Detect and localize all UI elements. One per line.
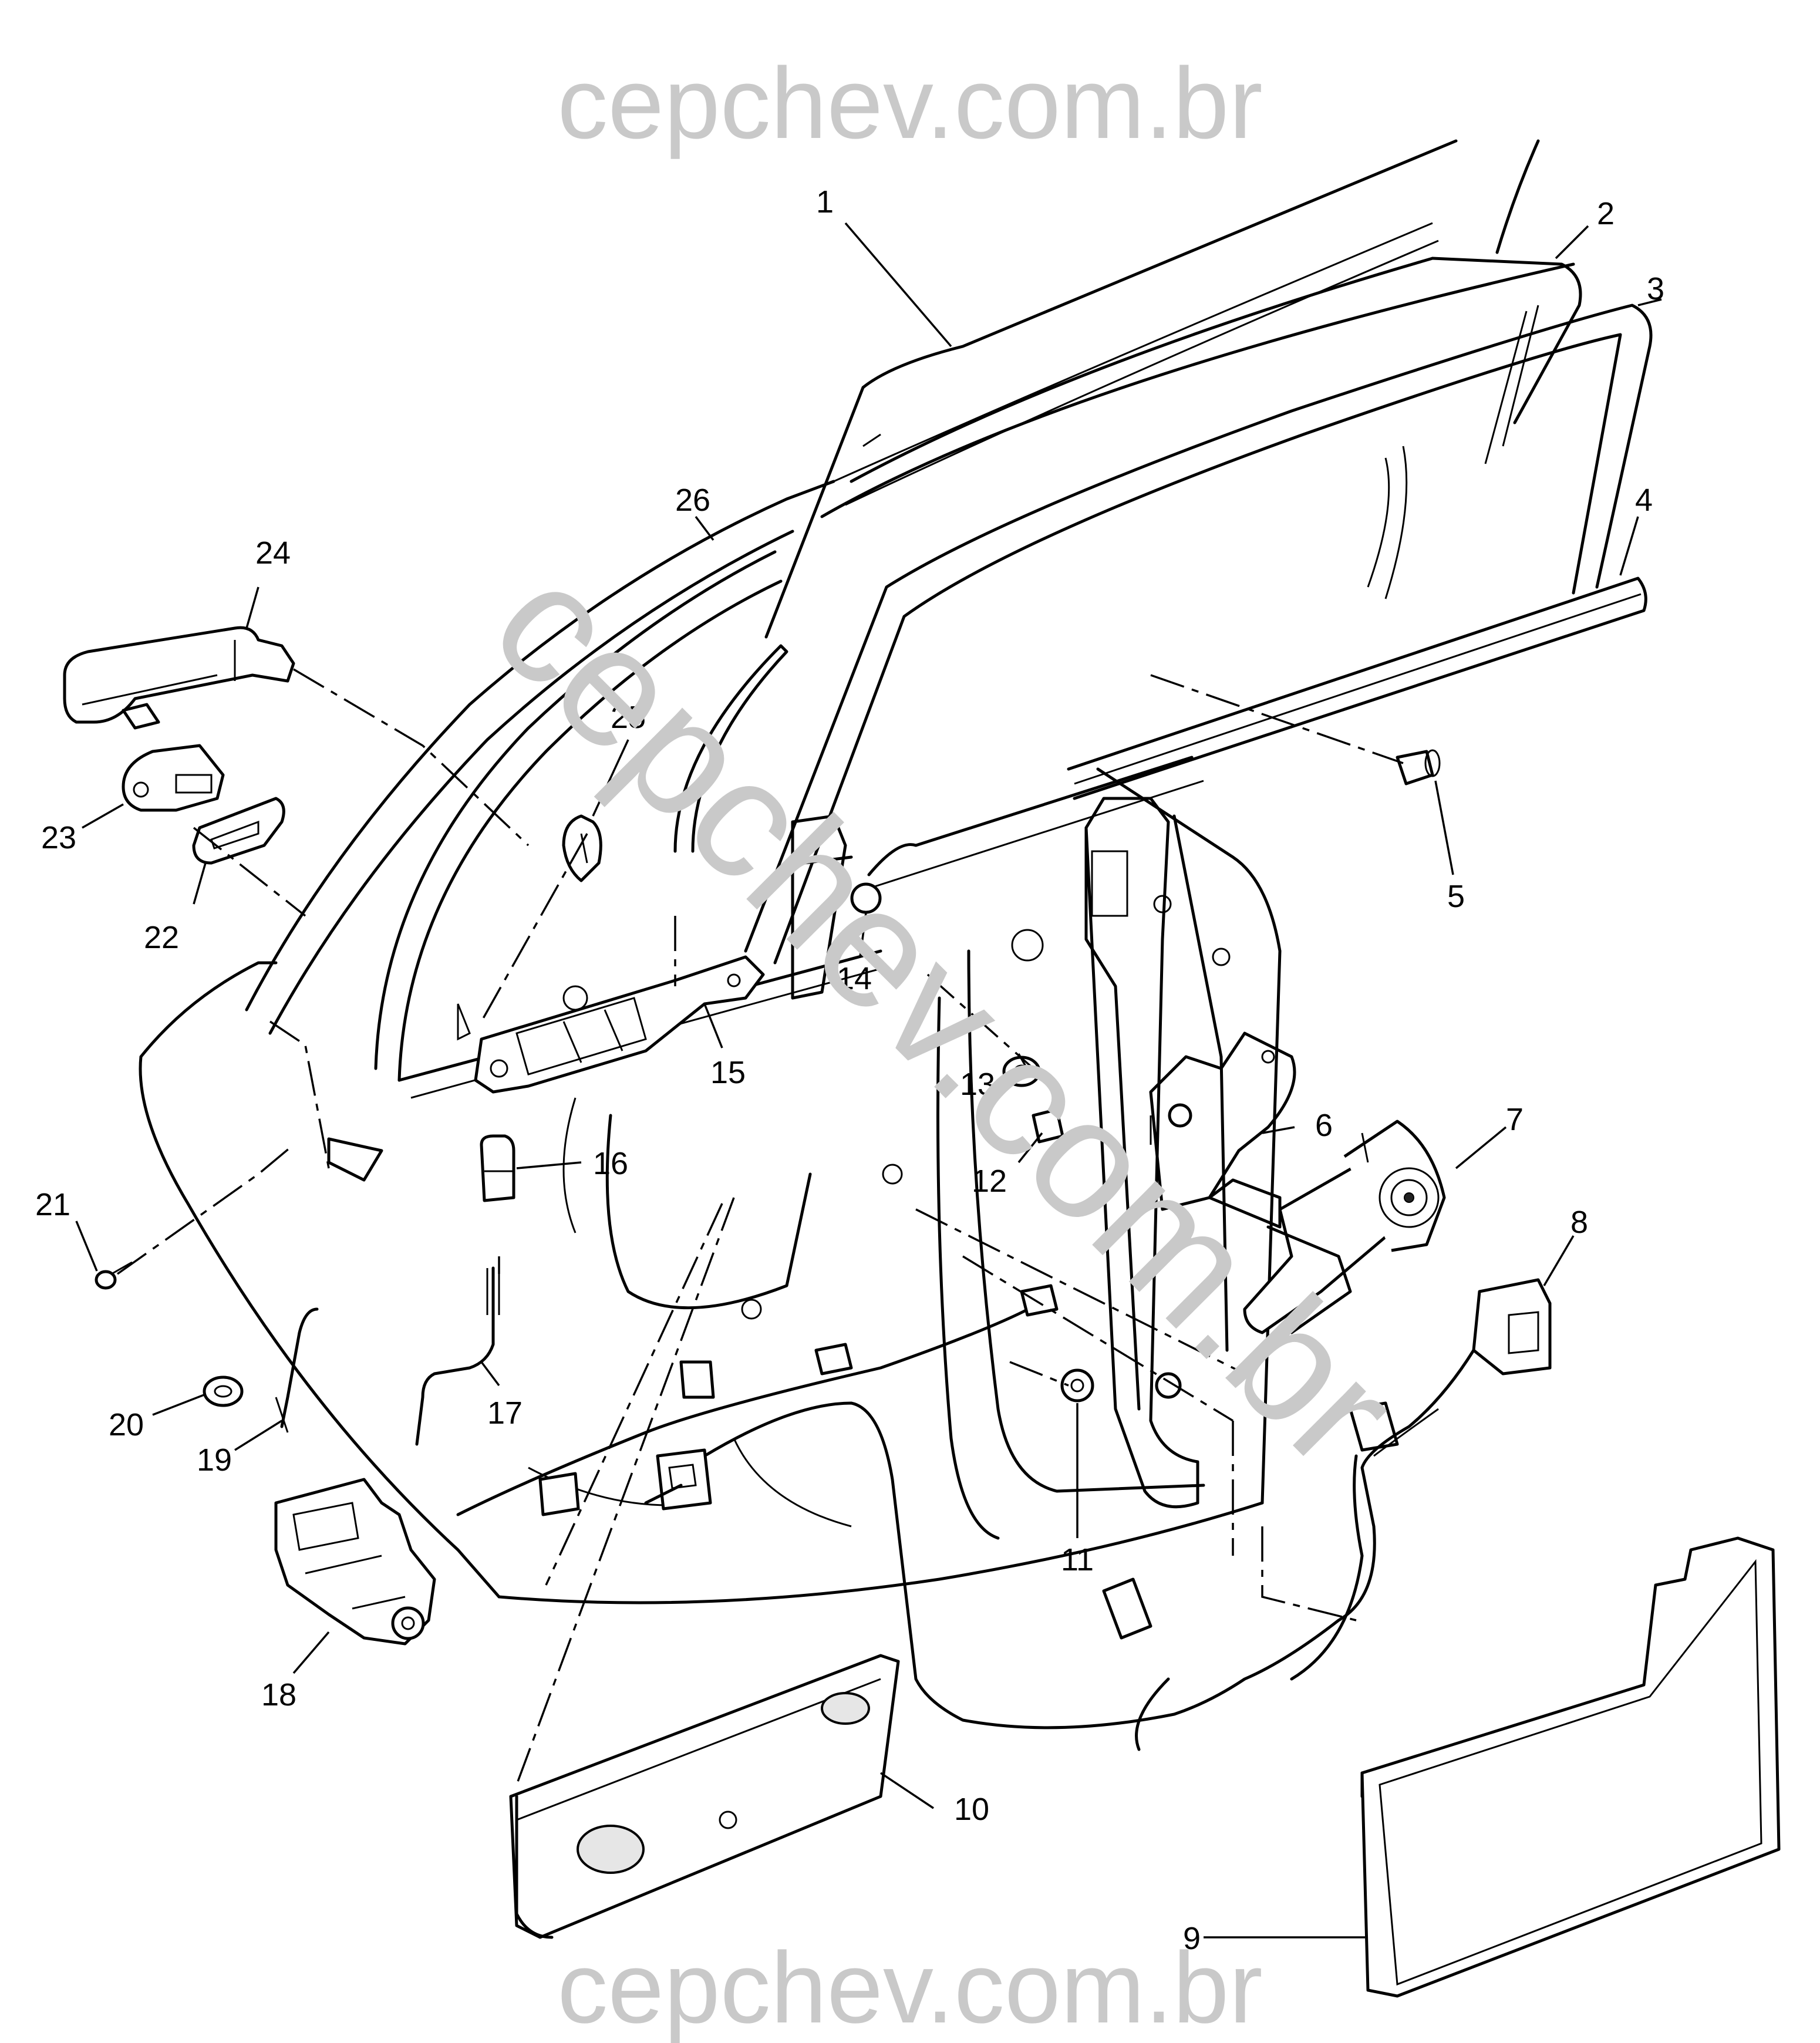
callout-12: 12	[972, 1164, 1007, 1199]
rod-clip	[480, 1134, 515, 1202]
watermark-top: cepchev.com.br	[557, 47, 1262, 160]
wiring-harness	[644, 1348, 1475, 1751]
lock-rod	[415, 1266, 500, 1446]
inside-rod	[275, 1307, 319, 1433]
door-parts	[63, 139, 1781, 1998]
handle-gasket	[192, 797, 285, 865]
window-glass	[764, 139, 1540, 639]
callout-4: 4	[1635, 483, 1653, 518]
callout-5: 5	[1447, 879, 1465, 914]
callout-1: 1	[816, 184, 834, 220]
callout-leaders	[75, 222, 1662, 1939]
callout-6: 6	[1315, 1108, 1333, 1143]
callout-18: 18	[261, 1677, 296, 1712]
door-latch	[274, 1478, 436, 1646]
callout-16: 16	[593, 1146, 628, 1181]
callout-9: 9	[1183, 1921, 1201, 1956]
callout-17: 17	[487, 1395, 523, 1431]
callout-3: 3	[1647, 271, 1664, 306]
handle-carrier	[474, 955, 765, 1094]
callout-11: 11	[1061, 1542, 1094, 1577]
handle-bezel	[122, 744, 225, 812]
door-inner-panel	[139, 767, 1282, 1604]
access-plug	[562, 814, 602, 882]
callout-23: 23	[41, 820, 76, 855]
window-regulator	[1084, 797, 1229, 1509]
callout-2: 2	[1597, 196, 1615, 231]
lock-cables	[456, 1284, 1059, 1516]
callout-numbers: 1 2 3 4 5 6 7 8 9 10 11 12 13 14 15 16 1…	[35, 184, 1664, 1956]
glass-seal-frame	[744, 304, 1653, 965]
bolt-14	[850, 882, 882, 914]
assembly-lines	[116, 668, 1404, 1785]
screw	[95, 1261, 133, 1290]
callout-21: 21	[35, 1187, 70, 1222]
outer-belt-weatherstrip	[867, 577, 1647, 888]
upper-run-channel	[820, 257, 1582, 518]
nut-11	[1060, 1368, 1094, 1403]
regulator-bracket	[1149, 1031, 1296, 1211]
callout-26: 26	[675, 483, 710, 518]
window-motor	[1208, 1120, 1446, 1334]
callout-13: 13	[960, 1067, 995, 1102]
callout-14: 14	[837, 961, 872, 996]
callout-20: 20	[109, 1407, 144, 1442]
pad-10	[509, 1654, 900, 1939]
clip-5	[1396, 749, 1441, 785]
callout-22: 22	[144, 920, 179, 955]
callout-15: 15	[710, 1055, 746, 1090]
deflector-9	[1360, 1536, 1781, 1998]
callout-25: 25	[611, 700, 646, 735]
callout-24: 24	[255, 535, 291, 571]
outside-handle	[63, 626, 295, 730]
callout-19: 19	[197, 1442, 232, 1478]
callout-8: 8	[1570, 1205, 1588, 1240]
callout-10: 10	[954, 1792, 989, 1827]
watermark-bottom: cepchev.com.br	[557, 1931, 1262, 2043]
grommet	[203, 1376, 244, 1407]
callout-7: 7	[1506, 1102, 1524, 1137]
rear-run-channel	[673, 644, 853, 1000]
wiring-connector	[1472, 1278, 1552, 1376]
